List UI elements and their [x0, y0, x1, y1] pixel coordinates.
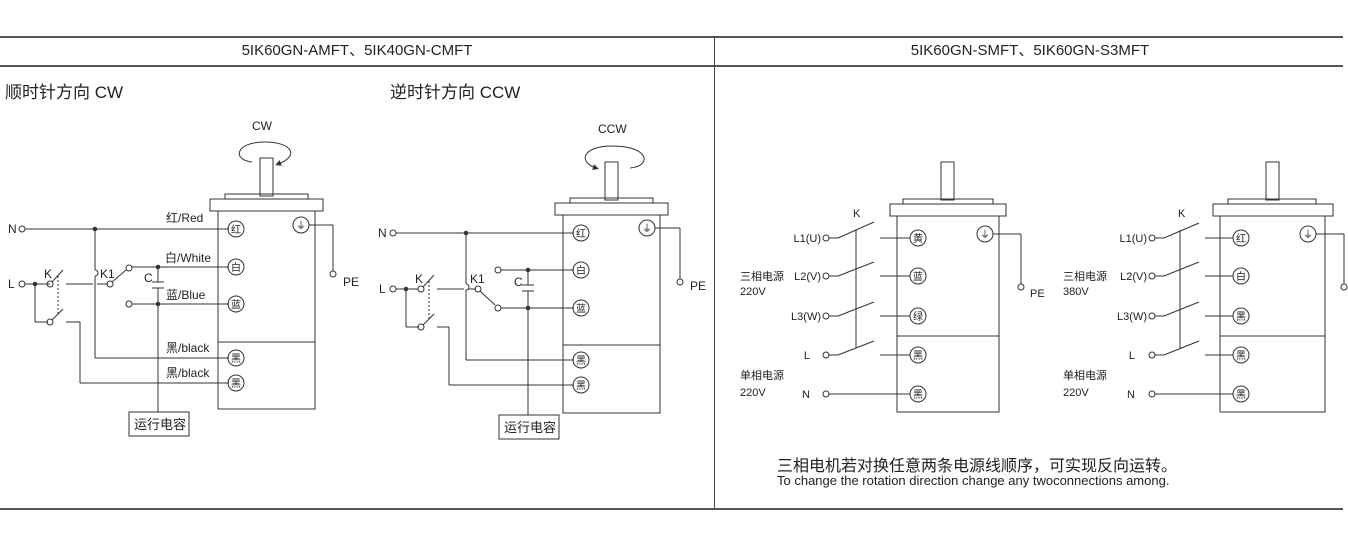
ccw-k-label: K	[415, 272, 423, 286]
d220-single-phase-voltage: 220V	[740, 387, 766, 399]
cw-motor-body	[217, 210, 316, 410]
cw-ground-icon: ⏚	[296, 220, 306, 232]
cw-pin-black-2: 黑	[231, 378, 241, 390]
cw-pe-label: PE	[343, 275, 359, 289]
d220-three-phase-voltage: 220V	[740, 286, 766, 298]
table-bottom-border	[0, 508, 1343, 510]
d380-pin-black-2: 黑	[1236, 350, 1246, 362]
d220-three-phase-label: 三相电源	[740, 269, 784, 283]
d220-input-l2: L2(V)	[794, 271, 821, 283]
d380-input-l: L	[1129, 350, 1135, 362]
ccw-pe-label: PE	[690, 279, 706, 293]
cw-l-label: L	[8, 277, 15, 291]
cw-rotation-label: CW	[252, 119, 273, 133]
cw-pin-white: 白	[231, 261, 241, 274]
d380-three-phase-label: 三相电源	[1063, 269, 1107, 283]
ccw-motor-flange	[554, 202, 669, 216]
d220-pe-label: PE	[1030, 288, 1045, 300]
cw-motor-shaft	[259, 157, 274, 197]
header-right-models: 5IK60GN-SMFT、5IK60GN-S3MFT	[910, 42, 1150, 59]
column-divider	[714, 37, 715, 508]
d380-pin-red: 红	[1236, 232, 1246, 245]
ccw-motor-body	[562, 214, 661, 414]
cw-pin-blue: 蓝	[231, 299, 241, 311]
d220-input-l: L	[804, 350, 810, 362]
cw-n-label: N	[8, 222, 17, 236]
ccw-rotation-arrow-icon	[584, 145, 645, 170]
cw-rotation-arrow-icon	[238, 141, 292, 166]
ccw-n-label: N	[378, 226, 387, 240]
cw-terminal-l	[18, 280, 26, 288]
cw-wire-blue: 蓝/Blue	[166, 288, 206, 302]
d220-input-l3: L3(W)	[791, 311, 821, 323]
d220-pin-black-2: 黑	[913, 389, 923, 401]
ccw-pin-blue: 蓝	[576, 303, 586, 315]
three-phase-380v-diagram	[1148, 161, 1348, 413]
d220-pin-black-1: 黑	[913, 350, 923, 362]
ccw-l-label: L	[379, 282, 386, 296]
d220-pin-yellow: 黄	[913, 232, 923, 245]
d380-pin-white: 白	[1236, 270, 1246, 283]
cw-pin-black-1: 黑	[231, 353, 241, 365]
d380-single-phase-label: 单相电源	[1063, 368, 1107, 382]
cw-wire-black-1: 黑/black	[166, 341, 210, 355]
d380-input-l3: L3(W)	[1117, 311, 1147, 323]
cw-capacitor-box	[128, 411, 190, 437]
d220-switch-label: K	[853, 208, 861, 220]
ccw-capacitor-label: 运行电容	[504, 420, 556, 435]
d380-input-l2: L2(V)	[1120, 271, 1147, 283]
d380-switch-label: K	[1178, 208, 1186, 220]
subtitle-cw: 顺时针方向 CW	[5, 83, 124, 102]
ccw-c-label: C	[514, 275, 523, 289]
cw-wire-white: 白/White	[165, 250, 211, 265]
d220-pin-blue: 蓝	[913, 271, 923, 283]
cw-wire-black-2: 黑/black	[166, 366, 210, 380]
cw-k-label: K	[44, 267, 52, 281]
ccw-pin-red: 红	[576, 227, 586, 240]
cw-capacitor-label: 运行电容	[134, 417, 186, 432]
ccw-ground-icon: ⏚	[642, 223, 652, 235]
d380-pin-black-3: 黑	[1236, 389, 1246, 401]
cw-c-label: C	[144, 271, 153, 285]
header-left-models: 5IK60GN-AMFT、5IK40GN-CMFT	[241, 42, 473, 59]
ccw-terminal-l	[389, 285, 397, 293]
d380-three-phase-voltage: 380V	[1063, 286, 1089, 298]
cw-k1-label: K1	[100, 267, 115, 281]
d380-input-l1: L1(U)	[1119, 233, 1147, 245]
cw-motor-flange	[209, 198, 324, 212]
d380-pin-black-1: 黑	[1236, 311, 1246, 323]
reverse-rotation-note-en: To change the rotation direction change …	[777, 473, 1170, 488]
cw-wire-red: 红/Red	[166, 210, 203, 225]
ccw-motor-shaft	[604, 161, 619, 201]
d220-input-n: N	[802, 389, 810, 401]
reverse-rotation-note-cn: 三相电机若对换任意两条电源线顺序，可实现反向运转。	[777, 458, 1178, 475]
d380-input-n: N	[1127, 389, 1135, 401]
ccw-diagram	[389, 145, 684, 440]
ccw-pin-white: 白	[576, 264, 586, 277]
ccw-k1-label: K1	[470, 272, 485, 286]
header-bottom-border	[0, 65, 1343, 67]
d380-ground-icon: ⏚	[1303, 229, 1313, 241]
cw-pin-red: 红	[231, 223, 241, 236]
ccw-rotation-label: CCW	[598, 122, 627, 136]
ccw-terminal-n	[389, 229, 397, 237]
three-phase-220v-diagram	[822, 161, 1025, 413]
d380-single-phase-voltage: 220V	[1063, 387, 1089, 399]
ccw-ground-pin	[638, 219, 656, 237]
subtitle-ccw: 逆时针方向 CCW	[390, 83, 521, 102]
ccw-pin-black-1: 黑	[576, 355, 586, 367]
d220-input-l1: L1(U)	[793, 233, 821, 245]
cw-terminal-n	[18, 225, 26, 233]
d220-pin-green: 绿	[913, 310, 923, 323]
cw-ground-pin	[292, 216, 310, 234]
ccw-capacitor-box	[498, 414, 560, 440]
d220-single-phase-label: 单相电源	[740, 368, 784, 382]
cw-diagram	[18, 141, 337, 437]
ccw-pin-black-2: 黑	[576, 380, 586, 392]
d220-ground-icon: ⏚	[980, 229, 990, 241]
table-top-border	[0, 36, 1343, 38]
